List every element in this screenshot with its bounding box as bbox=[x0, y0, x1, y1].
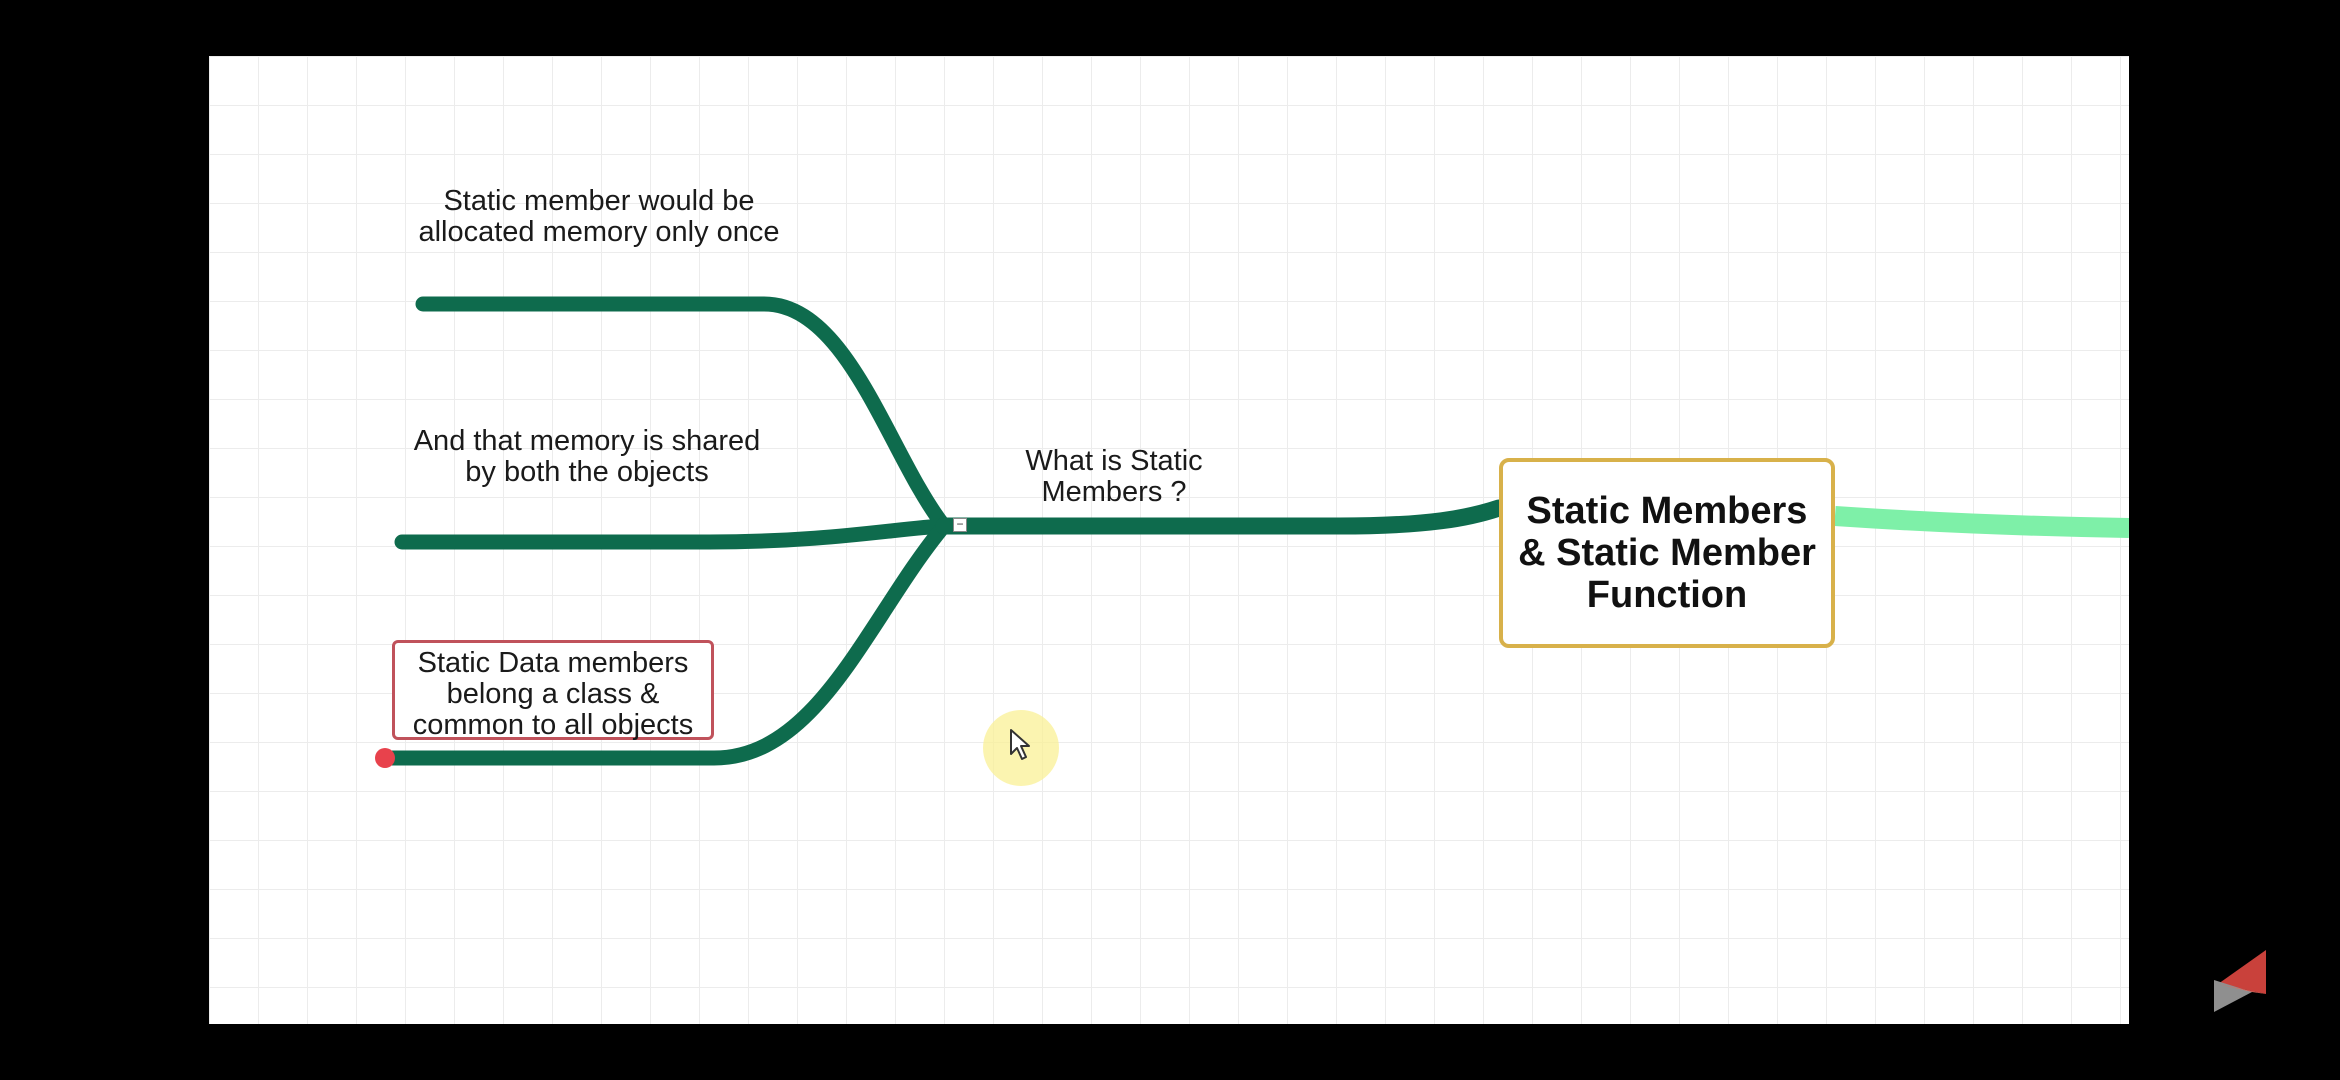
central-topic-label: Static Members & Static Member Function bbox=[1518, 490, 1816, 616]
central-topic-node[interactable]: Static Members & Static Member Function bbox=[1499, 458, 1835, 648]
branch-connectors bbox=[375, 296, 2129, 768]
collapse-toggle[interactable]: − bbox=[953, 518, 967, 532]
branch-line-main bbox=[935, 499, 1508, 535]
selection-handle[interactable] bbox=[375, 748, 395, 768]
branch-line-right bbox=[1834, 506, 2129, 538]
leaf-label-memory-allocation[interactable]: Static member would be allocated memory … bbox=[418, 185, 780, 248]
leaf-label-shared-memory[interactable]: And that memory is shared by both the ob… bbox=[413, 425, 761, 488]
branch-line-bottom bbox=[377, 518, 952, 766]
cursor-icon bbox=[1010, 729, 1030, 760]
branch-label-what-is-static-members[interactable]: What is Static Members ? bbox=[1025, 445, 1203, 508]
brand-logo-icon bbox=[2214, 950, 2266, 1012]
branch-line-middle bbox=[394, 518, 952, 550]
branch-line-top bbox=[415, 296, 952, 534]
leaf-label-selected-static-data-members[interactable]: Static Data members belong a class & com… bbox=[392, 640, 714, 741]
mindmap-canvas[interactable]: Static member would be allocated memory … bbox=[209, 56, 2129, 1024]
